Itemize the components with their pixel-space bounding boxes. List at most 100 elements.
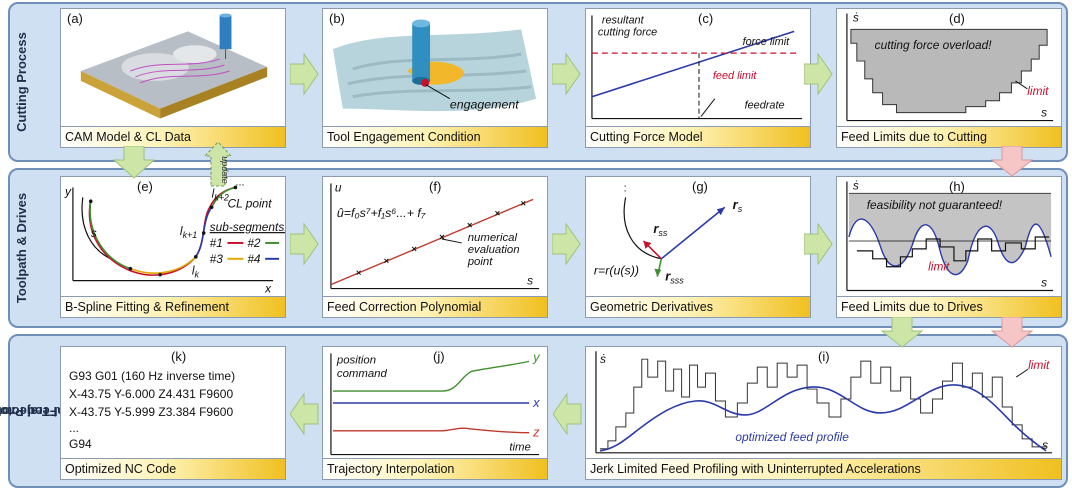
caption-c: Cutting Force Model (586, 126, 810, 147)
s-label: s (91, 226, 97, 240)
panel-label-i: (i) (818, 349, 830, 364)
feed-limit-label: feed limit (713, 70, 758, 82)
y-trace (332, 360, 530, 392)
tool-engagement-figure: engagement (332, 19, 537, 112)
panel-h-feed-limits-drives: feasibility not guaranteed! limit ṡ s (h… (836, 176, 1062, 318)
caption-h: Feed Limits due to Drives (837, 296, 1061, 317)
nc-code-line-1: G93 G01 (160 Hz inverse time) (69, 369, 236, 383)
seg2-label: #2 (247, 236, 261, 250)
arrow-h-to-i-pink (990, 317, 1034, 348)
arrow-a-to-b (290, 52, 319, 96)
nc-code-line-5: G94 (69, 437, 92, 451)
band-label-feed: Feed Profiling &Final Trajectory (0, 404, 84, 419)
s-axis-label: s (1041, 276, 1047, 290)
infeasible-region (848, 193, 1052, 275)
panel-label-j: (j) (433, 349, 445, 364)
caption-i: Jerk Limited Feed Profiling with Uninter… (586, 458, 1061, 479)
band-label-toolpath: Toolpath & Drives (14, 192, 29, 304)
arrow-i-to-j (553, 392, 582, 436)
force-line (591, 30, 795, 98)
panel-label-b: (b) (329, 11, 345, 26)
evaluation-label: evaluation (468, 244, 520, 256)
drive-limit-curve (848, 218, 1052, 276)
point-label: point (467, 256, 494, 268)
panel-d-feed-limits-cutting: cutting force overload! limit ṡ s (d) Fe… (836, 8, 1062, 148)
panel-label-f: (f) (429, 179, 442, 194)
panel-e-bspline: y x s lk+2 lk+1 lk ... CL point sub-segm… (60, 176, 286, 318)
lk-label: lk (192, 264, 200, 280)
limit-label: limit (1028, 358, 1050, 372)
arrow-e-to-f (290, 222, 319, 266)
feasibility-label: feasibility not guaranteed! (867, 198, 1003, 212)
subsegments-label: sub-segments: (210, 220, 285, 234)
arrow-j-to-k (290, 392, 319, 436)
caption-d: Feed Limits due to Cutting (837, 126, 1061, 147)
cutting-force-label: cutting force (598, 26, 657, 38)
formula-label: û=f₀s⁷+f₁s⁶...+ f₇ (337, 206, 426, 220)
position-label: position (336, 354, 376, 366)
caption-j: Trajectory Interpolation (323, 458, 547, 479)
arrow-f-to-g (552, 222, 581, 266)
sdot-axis-label: ṡ (853, 10, 859, 24)
nc-code-line-3: X-43.75 Y-5.999 Z3.384 F9600 (69, 405, 234, 419)
sdot-axis-label: ṡ (853, 178, 859, 192)
y-axis-label: y (64, 184, 72, 198)
caption-f: Feed Correction Polynomial (323, 296, 547, 317)
sdot-axis-label: ṡ (600, 352, 606, 366)
command-label: command (337, 368, 388, 380)
overload-region (850, 28, 1048, 114)
panel-c-cutting-force: resultant cutting force force limit feed… (585, 8, 811, 148)
feed-limits-cutting-chart: cutting force overload! limit ṡ s (846, 10, 1054, 122)
caption-e: B-Spline Fitting & Refinement (61, 296, 285, 317)
rss-label: rss (653, 221, 667, 238)
overload-label: cutting force overload! (875, 38, 993, 52)
ellipsis-label: ... (235, 177, 244, 188)
caption-g: Geometric Derivatives (586, 296, 810, 317)
lk1-label: lk+1 (180, 224, 197, 240)
panel-i-jerk-limited: ṡ s limit optimized feed profile (i) Jer… (585, 346, 1062, 480)
band-label-cutting: Cutting Process (14, 32, 29, 132)
panel-label-c: (c) (698, 11, 714, 26)
force-limit-label: force limit (743, 36, 791, 48)
arrow-d-to-h (990, 146, 1034, 177)
seg4-label: #4 (247, 252, 261, 266)
arrow-h-to-i-green (880, 317, 924, 348)
panel-j-trajectory: position command y x z time (j) Trajecto… (322, 346, 548, 480)
z-trace-label: z (532, 425, 540, 440)
seg3-label: #3 (210, 252, 224, 266)
arrow-g-to-h (804, 222, 833, 266)
feed-limit-profile (599, 358, 1047, 450)
panel-f-feed-correction: û=f₀s⁷+f₁s⁶...+ f₇ numerical evaluation … (322, 176, 548, 318)
y-trace-label: y (532, 349, 541, 364)
time-axis-label: time (509, 442, 531, 454)
limit-label: limit (1027, 84, 1049, 98)
x-trace-label: x (532, 395, 540, 410)
feedrate-label: feedrate (745, 100, 785, 112)
panel-label-k: (k) (171, 349, 187, 364)
curve-dots: : (624, 182, 627, 194)
panel-label-h: (h) (949, 179, 965, 194)
arrow-a-to-e (112, 146, 156, 179)
x-axis-label: x (264, 282, 272, 296)
caption-b: Tool Engagement Condition (323, 126, 547, 147)
cam-model-figure (80, 13, 268, 119)
caption-a: CAM Model & CL Data (61, 126, 285, 147)
cl-point-label: CL point (228, 196, 273, 210)
rsss-label: rsss (665, 269, 684, 286)
panel-g-geometric-derivatives: : rs rss rsss r=r(u(s)) (g) Geometric De… (585, 176, 811, 318)
feed-limits-drives-chart: feasibility not guaranteed! limit ṡ s (846, 178, 1054, 292)
panel-label-d: (d) (949, 11, 965, 26)
step-profile (856, 236, 1050, 268)
engagement-label: engagement (450, 98, 519, 112)
arrow-update: update (204, 141, 232, 187)
s-axis-label: s (1041, 106, 1047, 120)
limit-label: limit (928, 260, 950, 274)
cutting-force-chart: resultant cutting force force limit feed… (591, 14, 803, 120)
s-axis-label: s (527, 274, 533, 288)
trajectory-chart: position command y x z time (330, 349, 541, 456)
r-equation-label: r=r(u(s)) (594, 264, 639, 278)
z-trace (332, 427, 530, 434)
feed-correction-chart: û=f₀s⁷+f₁s⁶...+ f₇ numerical evaluation … (330, 180, 540, 290)
numerical-label: numerical (468, 232, 518, 244)
nc-code-line-4: ... (69, 421, 80, 435)
